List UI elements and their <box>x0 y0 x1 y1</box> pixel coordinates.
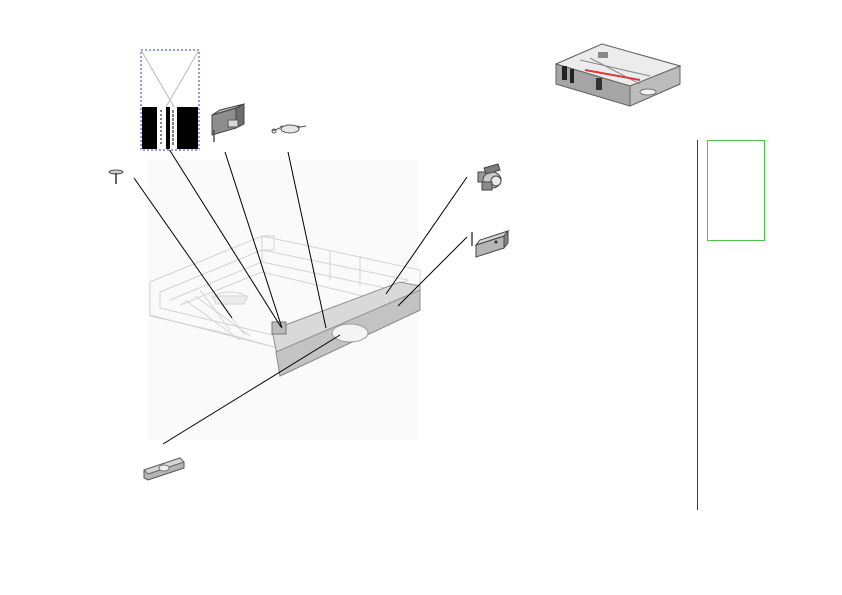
tray-front-cover <box>271 281 421 377</box>
pin-icon <box>108 169 124 184</box>
spring-icon <box>271 124 307 134</box>
thumbnail-frame[interactable] <box>707 140 765 241</box>
mount-bracket-icon <box>471 229 510 258</box>
roller-holder-icon <box>477 163 502 191</box>
leader-lines <box>133 129 468 445</box>
front-cover-icon <box>143 457 185 481</box>
broken-image-icon <box>140 49 200 151</box>
sensor-bracket-icon <box>211 103 245 142</box>
vertical-divider <box>697 140 698 510</box>
overview-tray-illustration <box>554 43 682 107</box>
